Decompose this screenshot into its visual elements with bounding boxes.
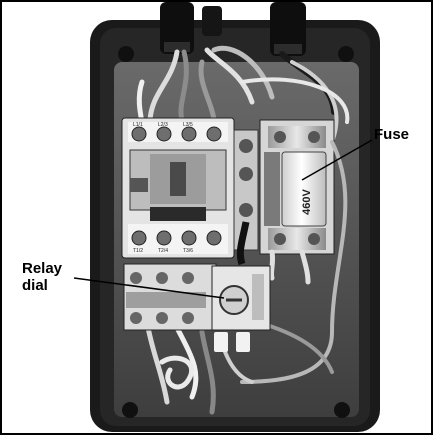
terminal-label: L3/5 [183, 122, 193, 128]
terminal-label: L2/3 [158, 122, 168, 128]
terminal-label: T2/4 [158, 248, 168, 254]
contactor [122, 118, 234, 258]
relay-dial-label-line2: dial [22, 277, 48, 294]
terminal-strip [234, 130, 258, 264]
relay-dial-label-line1: Relay [22, 260, 62, 277]
terminal-label: T3/6 [183, 248, 193, 254]
terminal-label: T1/2 [133, 248, 143, 254]
terminal-label: L1/1 [133, 122, 143, 128]
relay-dial-callout-label: Relay dial [22, 260, 62, 294]
fuse-callout-label: Fuse [374, 126, 409, 143]
fuse-rating-text: 460V [301, 188, 313, 214]
fuse-holder [260, 120, 334, 254]
